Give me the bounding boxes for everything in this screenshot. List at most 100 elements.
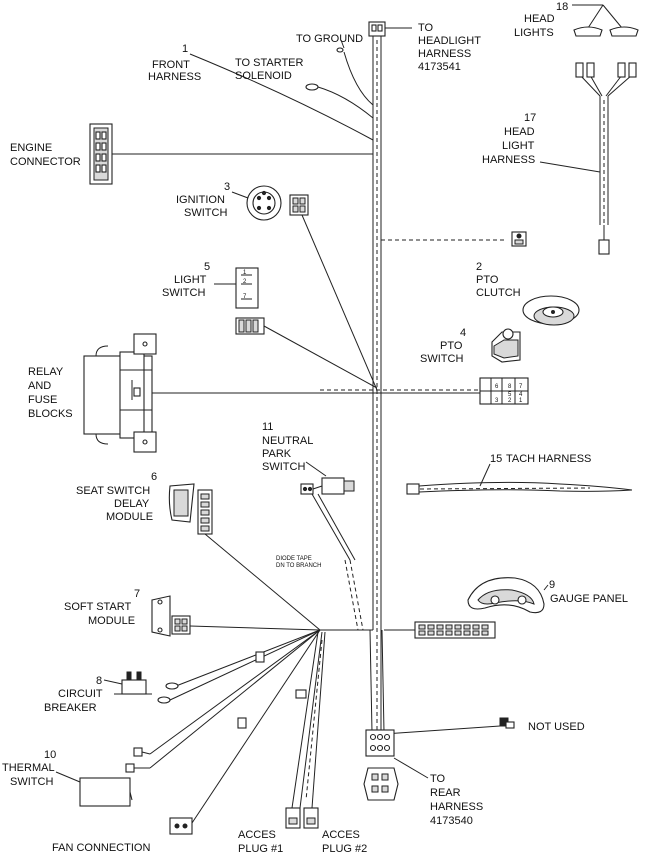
svg-text:18: 18 (556, 1, 568, 13)
svg-text:LIGHTS: LIGHTS (514, 27, 554, 39)
svg-text:2: 2 (476, 261, 482, 273)
svg-text:FUSE: FUSE (28, 394, 57, 406)
svg-text:HARNESS: HARNESS (148, 71, 201, 83)
svg-text:TO STARTER: TO STARTER (235, 57, 304, 69)
label-gauge-panel: 9 GAUGE PANEL (549, 579, 628, 605)
label-soft-start: 7 SOFT START MODULE (64, 588, 140, 627)
svg-text:GAUGE PANEL: GAUGE PANEL (550, 593, 628, 605)
label-pto-switch: 4 PTO SWITCH (420, 327, 466, 365)
svg-text:SOFT START: SOFT START (64, 601, 132, 613)
label-thermal-switch: 10 THERMAL SWITCH (2, 749, 56, 788)
label-head-lights: 18 HEAD LIGHTS (514, 1, 568, 39)
svg-text:FRONT: FRONT (152, 59, 190, 71)
svg-text:DIODE TAPE: DIODE TAPE (276, 556, 312, 562)
neutral-park-switch (300, 461, 356, 561)
svg-text:DN TO BRANCH: DN TO BRANCH (276, 563, 321, 569)
svg-text:ACCES: ACCES (238, 829, 276, 841)
svg-text:HEADLIGHT: HEADLIGHT (418, 35, 481, 47)
svg-text:4173540: 4173540 (430, 815, 473, 827)
rear-harness-connectors (363, 729, 429, 801)
svg-text:SWITCH: SWITCH (262, 461, 305, 473)
svg-text:CONNECTOR: CONNECTOR (10, 156, 81, 168)
svg-text:1: 1 (182, 43, 188, 55)
svg-text:SOLENOID: SOLENOID (235, 70, 292, 82)
pto-switch (479, 328, 529, 405)
ignition-switch (231, 185, 378, 391)
svg-text:4: 4 (460, 327, 466, 339)
svg-text:IGNITION: IGNITION (176, 194, 225, 206)
svg-text:REAR: REAR (430, 787, 461, 799)
tach-harness (406, 463, 633, 495)
label-acces-plug-1: ACCES PLUG #1 (238, 829, 283, 855)
svg-text:11: 11 (262, 421, 273, 433)
light-switch (214, 267, 378, 389)
circuit-breaker (103, 671, 179, 704)
svg-text:LIGHT: LIGHT (174, 274, 207, 286)
seat-switch-delay-module (168, 483, 321, 631)
svg-text:AND: AND (28, 380, 51, 392)
engine-connector (89, 123, 373, 185)
label-to-headlight: TO HEADLIGHT HARNESS 4173541 (418, 22, 481, 73)
soft-start-module (151, 595, 321, 637)
relay-fuse-blocks (83, 333, 480, 453)
label-head-light-harness: 17 HEAD LIGHT HARNESS (482, 112, 536, 166)
svg-text:PARK: PARK (262, 448, 292, 460)
svg-text:6: 6 (151, 471, 157, 483)
svg-text:7: 7 (243, 294, 247, 300)
label-fan-connection: FAN CONNECTION (52, 842, 150, 854)
label-ignition-switch: 3 IGNITION SWITCH (176, 181, 230, 219)
svg-text:2: 2 (508, 398, 512, 404)
svg-text:1: 1 (243, 270, 247, 276)
label-light-switch: 5 LIGHT SWITCH (162, 261, 210, 299)
svg-text:TO GROUND: TO GROUND (296, 33, 363, 45)
svg-text:CIRCUIT: CIRCUIT (58, 688, 103, 700)
svg-text:ENGINE: ENGINE (10, 142, 52, 154)
svg-text:LIGHT: LIGHT (502, 140, 535, 152)
pto-connector-pins: 6 8 7 5 4 3 2 1 (495, 384, 523, 404)
svg-text:TO: TO (418, 22, 434, 34)
fan-connection (169, 817, 193, 835)
label-to-starter: TO STARTER SOLENOID (235, 57, 304, 82)
svg-text:PTO: PTO (476, 274, 499, 286)
svg-text:HARNESS: HARNESS (430, 801, 483, 813)
label-seat-switch: 6 SEAT SWITCH DELAY MODULE (76, 471, 157, 523)
thermal-switch (55, 747, 151, 807)
head-lights (572, 4, 639, 37)
label-acces-plug-2: ACCES PLUG #2 (322, 829, 367, 855)
label-to-ground: TO GROUND (296, 33, 363, 45)
svg-text:6: 6 (495, 384, 499, 390)
light-switch-pins: 1 2 7 (243, 270, 247, 300)
svg-text:3: 3 (495, 398, 499, 404)
svg-text:SWITCH: SWITCH (162, 287, 205, 299)
svg-text:PLUG #1: PLUG #1 (238, 843, 283, 855)
svg-text:PLUG #2: PLUG #2 (322, 843, 367, 855)
label-to-rear: TO REAR HARNESS 4173540 (430, 773, 483, 827)
svg-text:15: 15 (490, 453, 502, 465)
svg-text:NEUTRAL: NEUTRAL (262, 435, 313, 447)
harness-fanout (149, 629, 373, 827)
svg-text:3: 3 (224, 181, 230, 193)
not-used-connector (383, 717, 515, 735)
label-tach-harness: 15 TACH HARNESS (490, 453, 591, 465)
front-harness-leads (189, 27, 412, 141)
head-light-harness (539, 62, 637, 255)
svg-text:SWITCH: SWITCH (10, 776, 53, 788)
svg-text:5: 5 (508, 392, 512, 398)
svg-text:8: 8 (508, 384, 512, 390)
svg-text:4173541: 4173541 (418, 61, 461, 73)
svg-text:CLUTCH: CLUTCH (476, 287, 521, 299)
label-diode-tape: DIODE TAPE DN TO BRANCH (276, 556, 321, 569)
svg-text:THERMAL: THERMAL (2, 762, 55, 774)
svg-text:HARNESS: HARNESS (418, 48, 471, 60)
svg-text:DELAY: DELAY (114, 498, 150, 510)
svg-text:RELAY: RELAY (28, 366, 64, 378)
accessory-plugs (285, 807, 319, 829)
svg-text:5: 5 (204, 261, 210, 273)
svg-text:2: 2 (243, 279, 247, 285)
svg-text:HEAD: HEAD (524, 13, 555, 25)
svg-text:10: 10 (44, 749, 56, 761)
svg-text:HEAD: HEAD (504, 126, 535, 138)
label-circuit-breaker: 8 CIRCUIT BREAKER (44, 675, 103, 714)
pto-clutch (522, 295, 580, 326)
